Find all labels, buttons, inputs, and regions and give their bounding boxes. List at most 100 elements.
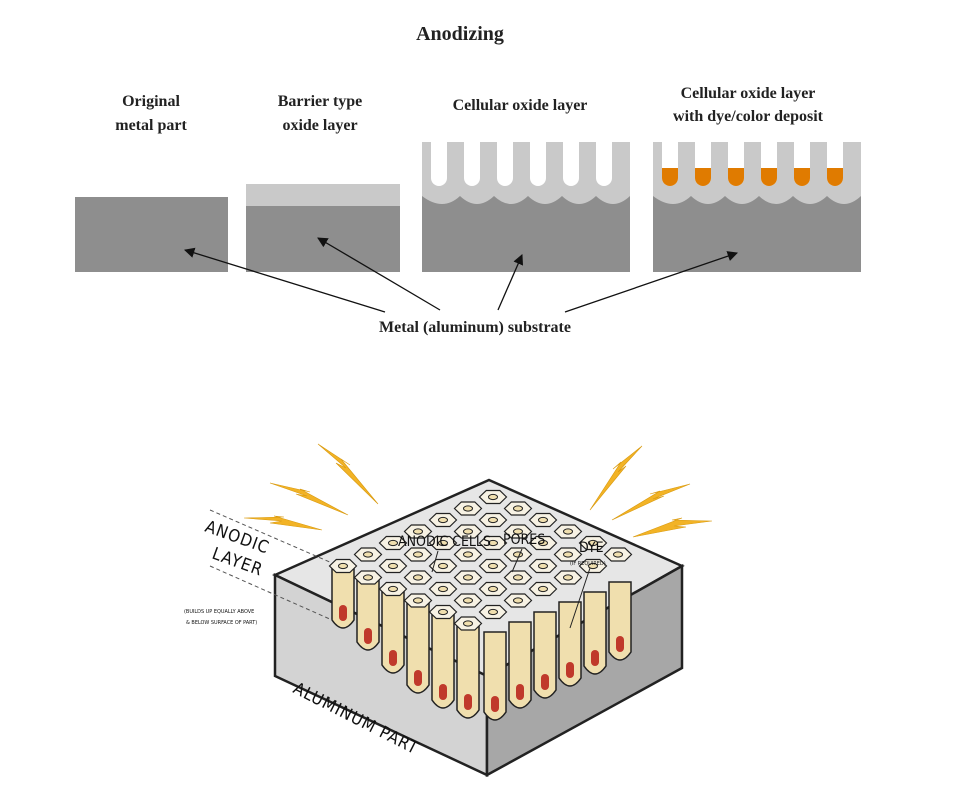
cell-pore xyxy=(538,516,548,524)
cell-tube xyxy=(608,581,632,661)
stage-cellular-oxide: Cellular oxide layer xyxy=(422,97,630,272)
substrate-label: Metal (aluminum) substrate xyxy=(379,319,571,336)
cell-pore xyxy=(388,585,398,593)
substrate-arrows xyxy=(184,237,738,313)
cell-pore xyxy=(513,597,523,604)
diagram-title: Anodizing xyxy=(416,23,504,45)
stage-cellular-label: Cellular oxide layer xyxy=(453,97,588,114)
cell-tube xyxy=(431,611,455,709)
cell-pore xyxy=(463,551,473,558)
pore xyxy=(431,142,447,186)
cell-pore xyxy=(463,620,473,627)
cell-pore xyxy=(488,562,498,570)
stage-original-metal: Original metal part xyxy=(75,93,228,272)
original-metal-block xyxy=(75,197,228,272)
cell-pore xyxy=(488,516,498,524)
dye-deposit xyxy=(728,168,744,186)
cell-tube xyxy=(508,621,532,709)
cell-pore xyxy=(563,551,573,558)
barrier-oxide-layer xyxy=(246,184,400,206)
pore xyxy=(464,142,480,186)
stage-barrier-oxide: Barrier type oxide layer xyxy=(246,93,400,272)
guide-line xyxy=(209,509,333,564)
arrow-to-dyed xyxy=(564,251,738,313)
dye-deposit xyxy=(662,168,678,186)
stage-barrier-label-line2: oxide layer xyxy=(282,117,357,134)
cell-pore xyxy=(338,562,348,570)
cell-pore xyxy=(538,585,548,593)
cell-pore xyxy=(488,608,498,616)
dye-fill xyxy=(389,650,397,666)
spark-icon xyxy=(243,443,713,538)
cell-pore xyxy=(438,585,448,593)
cell-pore xyxy=(488,539,498,547)
stage-original-label-line2: metal part xyxy=(115,117,187,134)
cell-pore xyxy=(513,505,523,512)
cell-pore xyxy=(413,597,423,604)
cellular-metal-block xyxy=(422,196,630,272)
dye-fill xyxy=(591,650,599,666)
cell-pore xyxy=(388,539,398,547)
cell-tube xyxy=(456,623,480,719)
dye-label: DYE xyxy=(579,540,604,556)
dye-fill xyxy=(464,694,472,710)
anodic-cells-label: ANODIC CELLS xyxy=(398,534,491,550)
stage-dyed-label-line2: with dye/color deposit xyxy=(673,108,824,125)
pore xyxy=(596,142,612,186)
cell-tube xyxy=(381,588,405,674)
cell-pore xyxy=(413,528,423,535)
cell-pore xyxy=(438,562,448,570)
cell-pore xyxy=(538,562,548,570)
cell-pore xyxy=(463,505,473,512)
cell-tube xyxy=(483,631,507,721)
dye-deposits xyxy=(662,168,843,186)
pore xyxy=(563,142,579,186)
arrow-to-cellular xyxy=(497,254,524,311)
spark-bolt xyxy=(611,483,691,521)
cell-pore xyxy=(613,551,623,558)
anodic-cell-illustration: ANODIC LAYER (BUILDS UP EQUALLY ABOVE & … xyxy=(184,443,713,778)
cell-pore xyxy=(563,528,573,535)
dye-fill xyxy=(541,674,549,690)
cell-pore xyxy=(463,528,473,535)
dye-deposit xyxy=(794,168,810,186)
builds-up-note-line1: (BUILDS UP EQUALLY ABOVE xyxy=(184,609,254,615)
stage-dyed-oxide: Cellular oxide layer with dye/color depo… xyxy=(653,85,861,272)
dye-deposit xyxy=(827,168,843,186)
anodic-cells-front-left xyxy=(331,564,480,719)
cell-pore xyxy=(363,551,373,558)
dye-if-required-label: (IF REQUIRED) xyxy=(570,561,606,567)
builds-up-note-line2: & BELOW SURFACE OF PART) xyxy=(186,620,257,626)
dye-fill xyxy=(566,662,574,678)
dye-fill xyxy=(339,605,347,621)
cell-pore xyxy=(513,574,523,581)
spark-bolt xyxy=(589,445,643,511)
cell-pore xyxy=(488,585,498,593)
stage-dyed-label-line1: Cellular oxide layer xyxy=(681,85,816,102)
cell-tube xyxy=(331,564,355,629)
cell-pore xyxy=(488,493,498,501)
stage-barrier-label-line1: Barrier type xyxy=(278,93,363,110)
cell-pore xyxy=(563,574,573,581)
pores-label: PORES xyxy=(503,532,545,548)
dye-deposit xyxy=(695,168,711,186)
cell-tube xyxy=(583,591,607,675)
cell-pore xyxy=(438,516,448,524)
anodic-cells-leader xyxy=(431,550,439,573)
guide-line xyxy=(209,565,333,621)
cell-tube xyxy=(406,599,430,694)
barrier-metal-block xyxy=(246,206,400,272)
dye-leader xyxy=(569,567,591,629)
cell-pore xyxy=(463,597,473,604)
cell-pore xyxy=(513,551,523,558)
cell-pore xyxy=(388,562,398,570)
dye-deposit xyxy=(761,168,777,186)
arrow-to-original xyxy=(184,247,386,313)
cell-pore xyxy=(588,539,598,547)
dye-fill xyxy=(616,636,624,652)
dye-fill xyxy=(414,670,422,686)
cell-pore xyxy=(588,562,598,570)
cell-pore xyxy=(538,539,548,547)
cell-tube xyxy=(558,601,582,687)
